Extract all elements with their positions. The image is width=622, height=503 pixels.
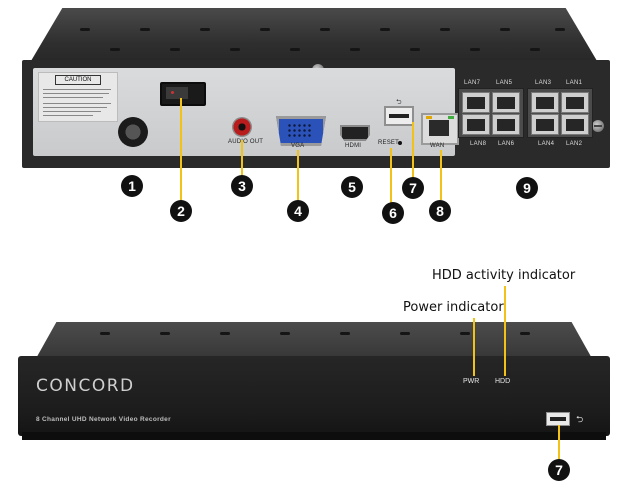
top-vents-front xyxy=(70,326,570,356)
lan-ports-left xyxy=(458,88,524,138)
lan2-label: LAN2 xyxy=(566,141,583,147)
callout-badge-6: 6 xyxy=(382,202,404,224)
usb-port-rear[interactable] xyxy=(384,106,414,126)
usb-port-front[interactable] xyxy=(546,412,570,426)
lan7-label: LAN7 xyxy=(464,80,481,86)
usb-front-line xyxy=(558,425,560,459)
top-vents-rear xyxy=(60,20,580,60)
usb-icon: ⮌ xyxy=(576,414,584,424)
front-panel xyxy=(18,356,610,436)
lan2-port[interactable] xyxy=(561,114,589,135)
callout-line-2 xyxy=(180,98,182,201)
lan1-port[interactable] xyxy=(561,92,589,113)
lan-ports-right xyxy=(527,88,593,138)
lan7-port[interactable] xyxy=(462,92,490,113)
lan3-label: LAN3 xyxy=(535,80,552,86)
caution-sticker: CAUTION xyxy=(38,72,118,122)
wan-port[interactable] xyxy=(421,113,459,145)
lan3-port[interactable] xyxy=(531,92,559,113)
callout-line-4 xyxy=(297,150,299,202)
callout-line-8 xyxy=(440,150,442,200)
lan5-port[interactable] xyxy=(492,92,520,113)
reset-label: RESET xyxy=(378,140,400,146)
vga-port[interactable] xyxy=(276,116,326,146)
callout-badge-2: 2 xyxy=(170,200,192,222)
nvr-top-rear xyxy=(28,8,600,66)
lan8-port[interactable] xyxy=(462,114,490,135)
callout-badge-1: 1 xyxy=(121,175,143,197)
lan6-port[interactable] xyxy=(492,114,520,135)
model-text: 8 Channel UHD Network Video Recorder xyxy=(36,416,171,423)
lan1-label: LAN1 xyxy=(566,80,583,86)
dc-power-jack[interactable] xyxy=(118,117,148,147)
power-indicator-line xyxy=(473,318,475,376)
callout-line-6 xyxy=(390,148,392,203)
power-indicator-callout: Power indicator xyxy=(403,300,504,315)
pwr-label: PWR xyxy=(463,378,480,385)
screw-icon xyxy=(592,120,604,132)
power-switch[interactable] xyxy=(160,82,206,106)
audio-out-label: AUDIO OUT xyxy=(228,139,264,145)
lan4-port[interactable] xyxy=(531,114,559,135)
vga-label: VGA xyxy=(291,143,305,149)
front-base xyxy=(22,432,606,440)
lan8-label: LAN8 xyxy=(470,141,487,147)
brand-logo: CONCORD xyxy=(36,376,135,396)
hdd-activity-callout: HDD activity indicator xyxy=(432,268,576,283)
callout-badge-7-front: 7 xyxy=(548,459,570,481)
caution-label: CAUTION xyxy=(55,75,101,85)
usb-icon: ⮌ xyxy=(396,99,402,106)
callout-line-3 xyxy=(241,140,243,176)
hdd-label: HDD xyxy=(495,378,511,385)
callout-line-7 xyxy=(412,122,414,178)
lan6-label: LAN6 xyxy=(498,141,515,147)
callout-badge-3: 3 xyxy=(231,175,253,197)
wan-label: WAN xyxy=(430,143,445,149)
callout-badge-9: 9 xyxy=(516,177,538,199)
reset-button[interactable] xyxy=(398,141,402,145)
lan4-label: LAN4 xyxy=(538,141,555,147)
callout-badge-7: 7 xyxy=(402,177,424,199)
nvr-top-front xyxy=(34,322,594,362)
callout-badge-8: 8 xyxy=(429,200,451,222)
lan5-label: LAN5 xyxy=(496,80,513,86)
callout-badge-5: 5 xyxy=(341,176,363,198)
hdmi-port[interactable] xyxy=(340,125,370,141)
callout-badge-4: 4 xyxy=(287,200,309,222)
hdd-indicator-line xyxy=(504,286,506,376)
audio-out-port[interactable] xyxy=(232,117,252,137)
hdmi-label: HDMI xyxy=(345,143,362,149)
